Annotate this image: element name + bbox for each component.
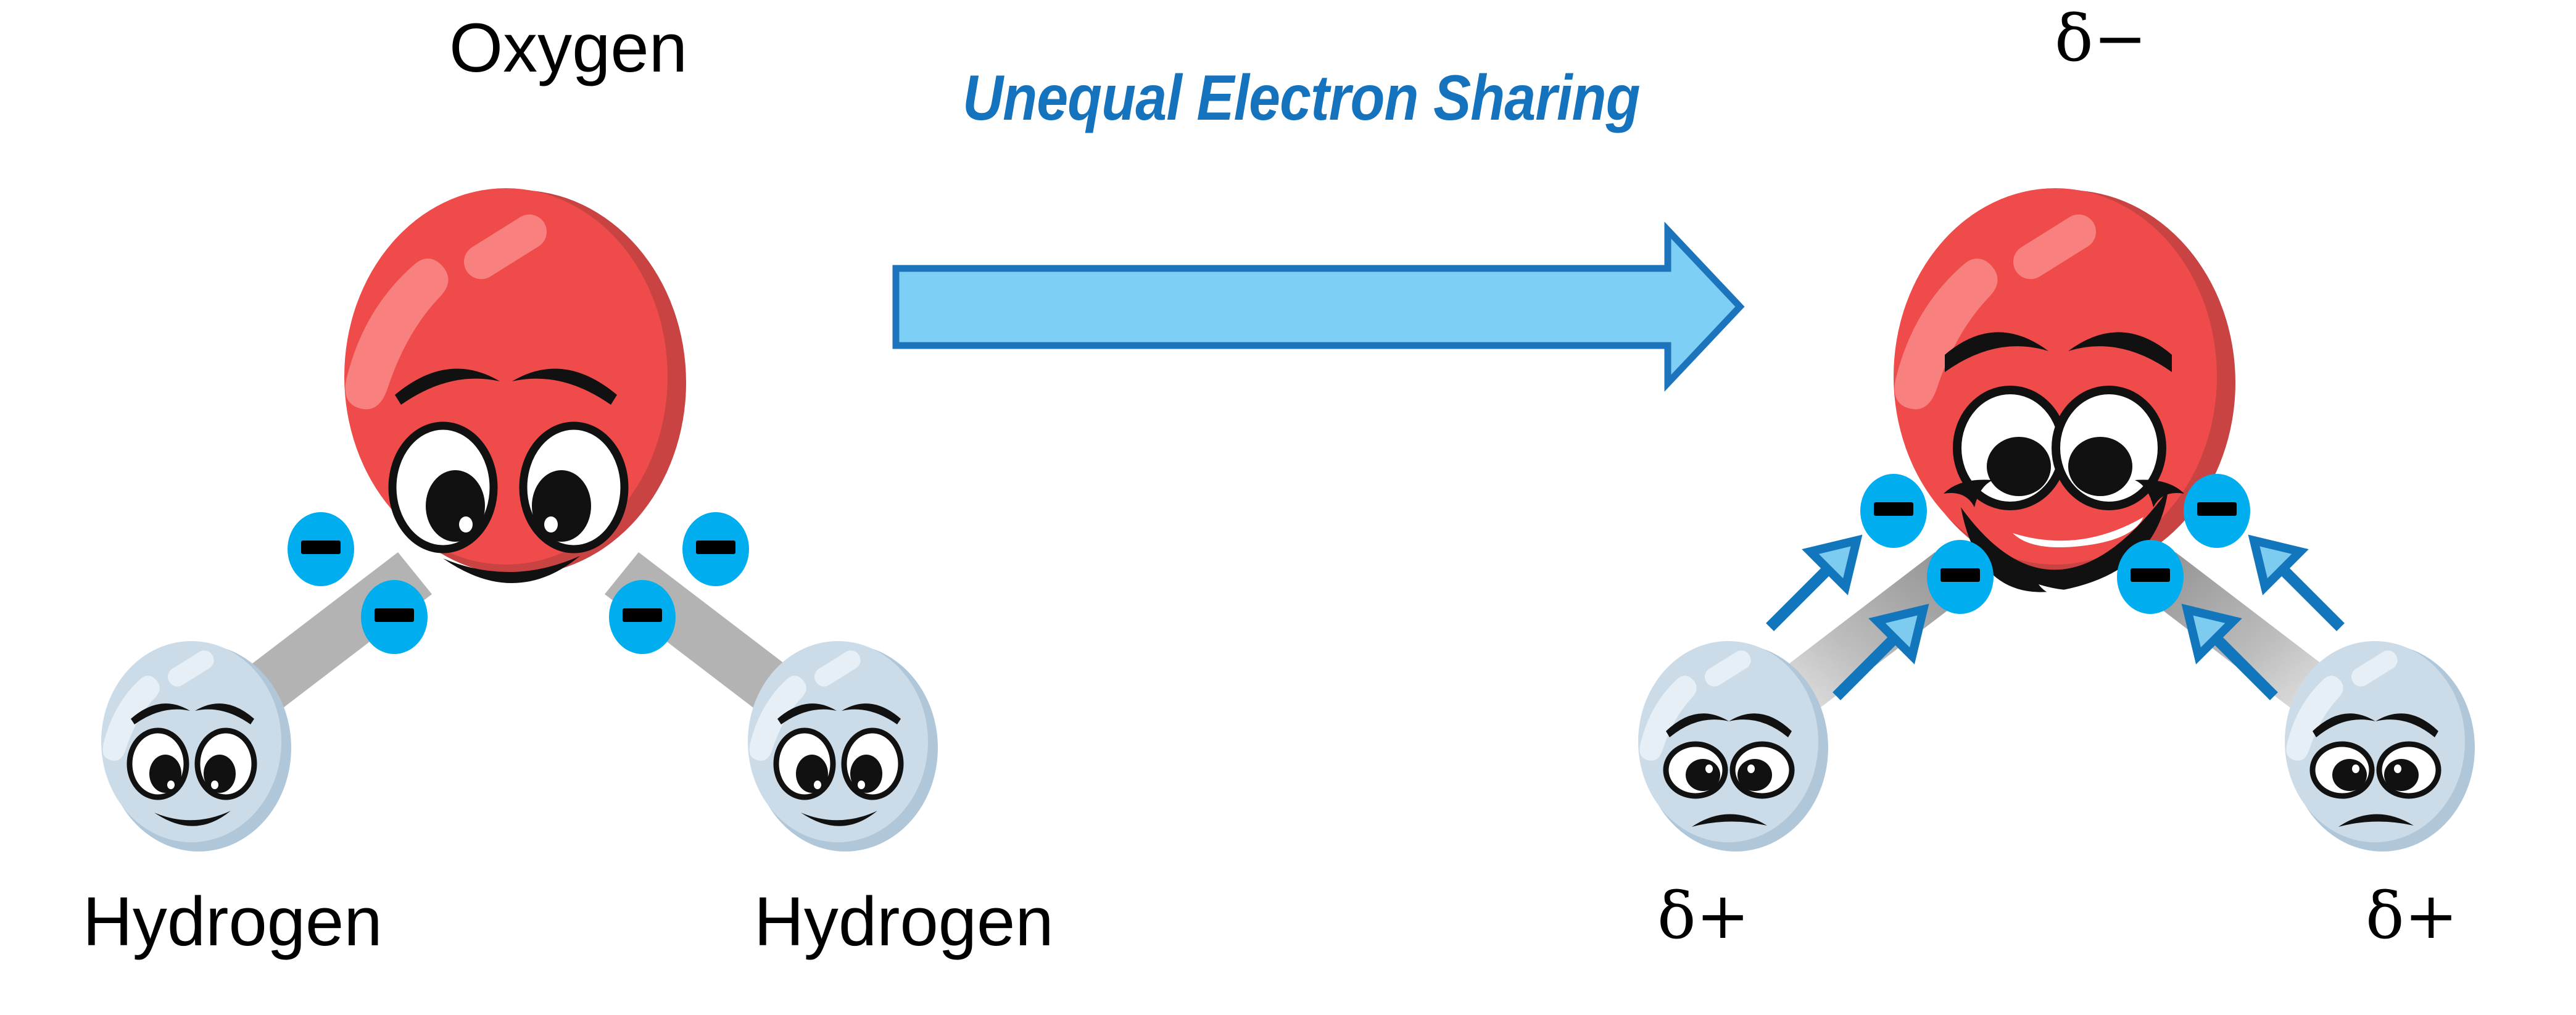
delta-positive-label-right: δ+ (2366, 878, 2458, 953)
unequal-sharing-arrow (892, 222, 1745, 392)
pull-arrow-right-lower (2181, 603, 2278, 700)
oxygen-label: Oxygen (449, 9, 687, 86)
right-electron-left-bond-lower[interactable] (1927, 540, 1994, 614)
unequal-sharing-caption: Unequal Electron Sharing (963, 62, 1641, 134)
electron-left-bond-upper[interactable] (288, 512, 354, 586)
electron-right-bond-lower[interactable] (609, 580, 676, 654)
electron-right-bond-upper[interactable] (682, 512, 749, 586)
oxygen-atom-left[interactable] (344, 188, 686, 584)
oxygen-atom-right[interactable] (1894, 188, 2235, 600)
right-electron-right-bond-lower[interactable] (2117, 540, 2184, 614)
pull-arrow-right-upper (2248, 534, 2345, 631)
delta-positive-label-left: δ+ (1657, 878, 1750, 953)
hydrogen-atom-right-mol-left[interactable] (1638, 641, 1828, 851)
right-electron-left-bond-upper[interactable] (1860, 474, 1927, 548)
right-electron-right-bond-upper[interactable] (2184, 474, 2250, 548)
hydrogen-label-left: Hydrogen (83, 883, 383, 960)
hydrogen-atom-left[interactable] (101, 641, 291, 851)
electron-left-bond-lower[interactable] (361, 580, 428, 654)
hydrogen-atom-right[interactable] (748, 641, 938, 851)
pull-arrow-left-lower (1833, 603, 1929, 700)
pull-arrow-left-upper (1766, 534, 1863, 631)
hydrogen-atom-right-mol-right[interactable] (2285, 641, 2475, 851)
right-bond-oxygen-hydrogen-left (1757, 552, 1969, 730)
hydrogen-label-right: Hydrogen (754, 883, 1054, 960)
delta-negative-label: δ− (2055, 1, 2147, 76)
